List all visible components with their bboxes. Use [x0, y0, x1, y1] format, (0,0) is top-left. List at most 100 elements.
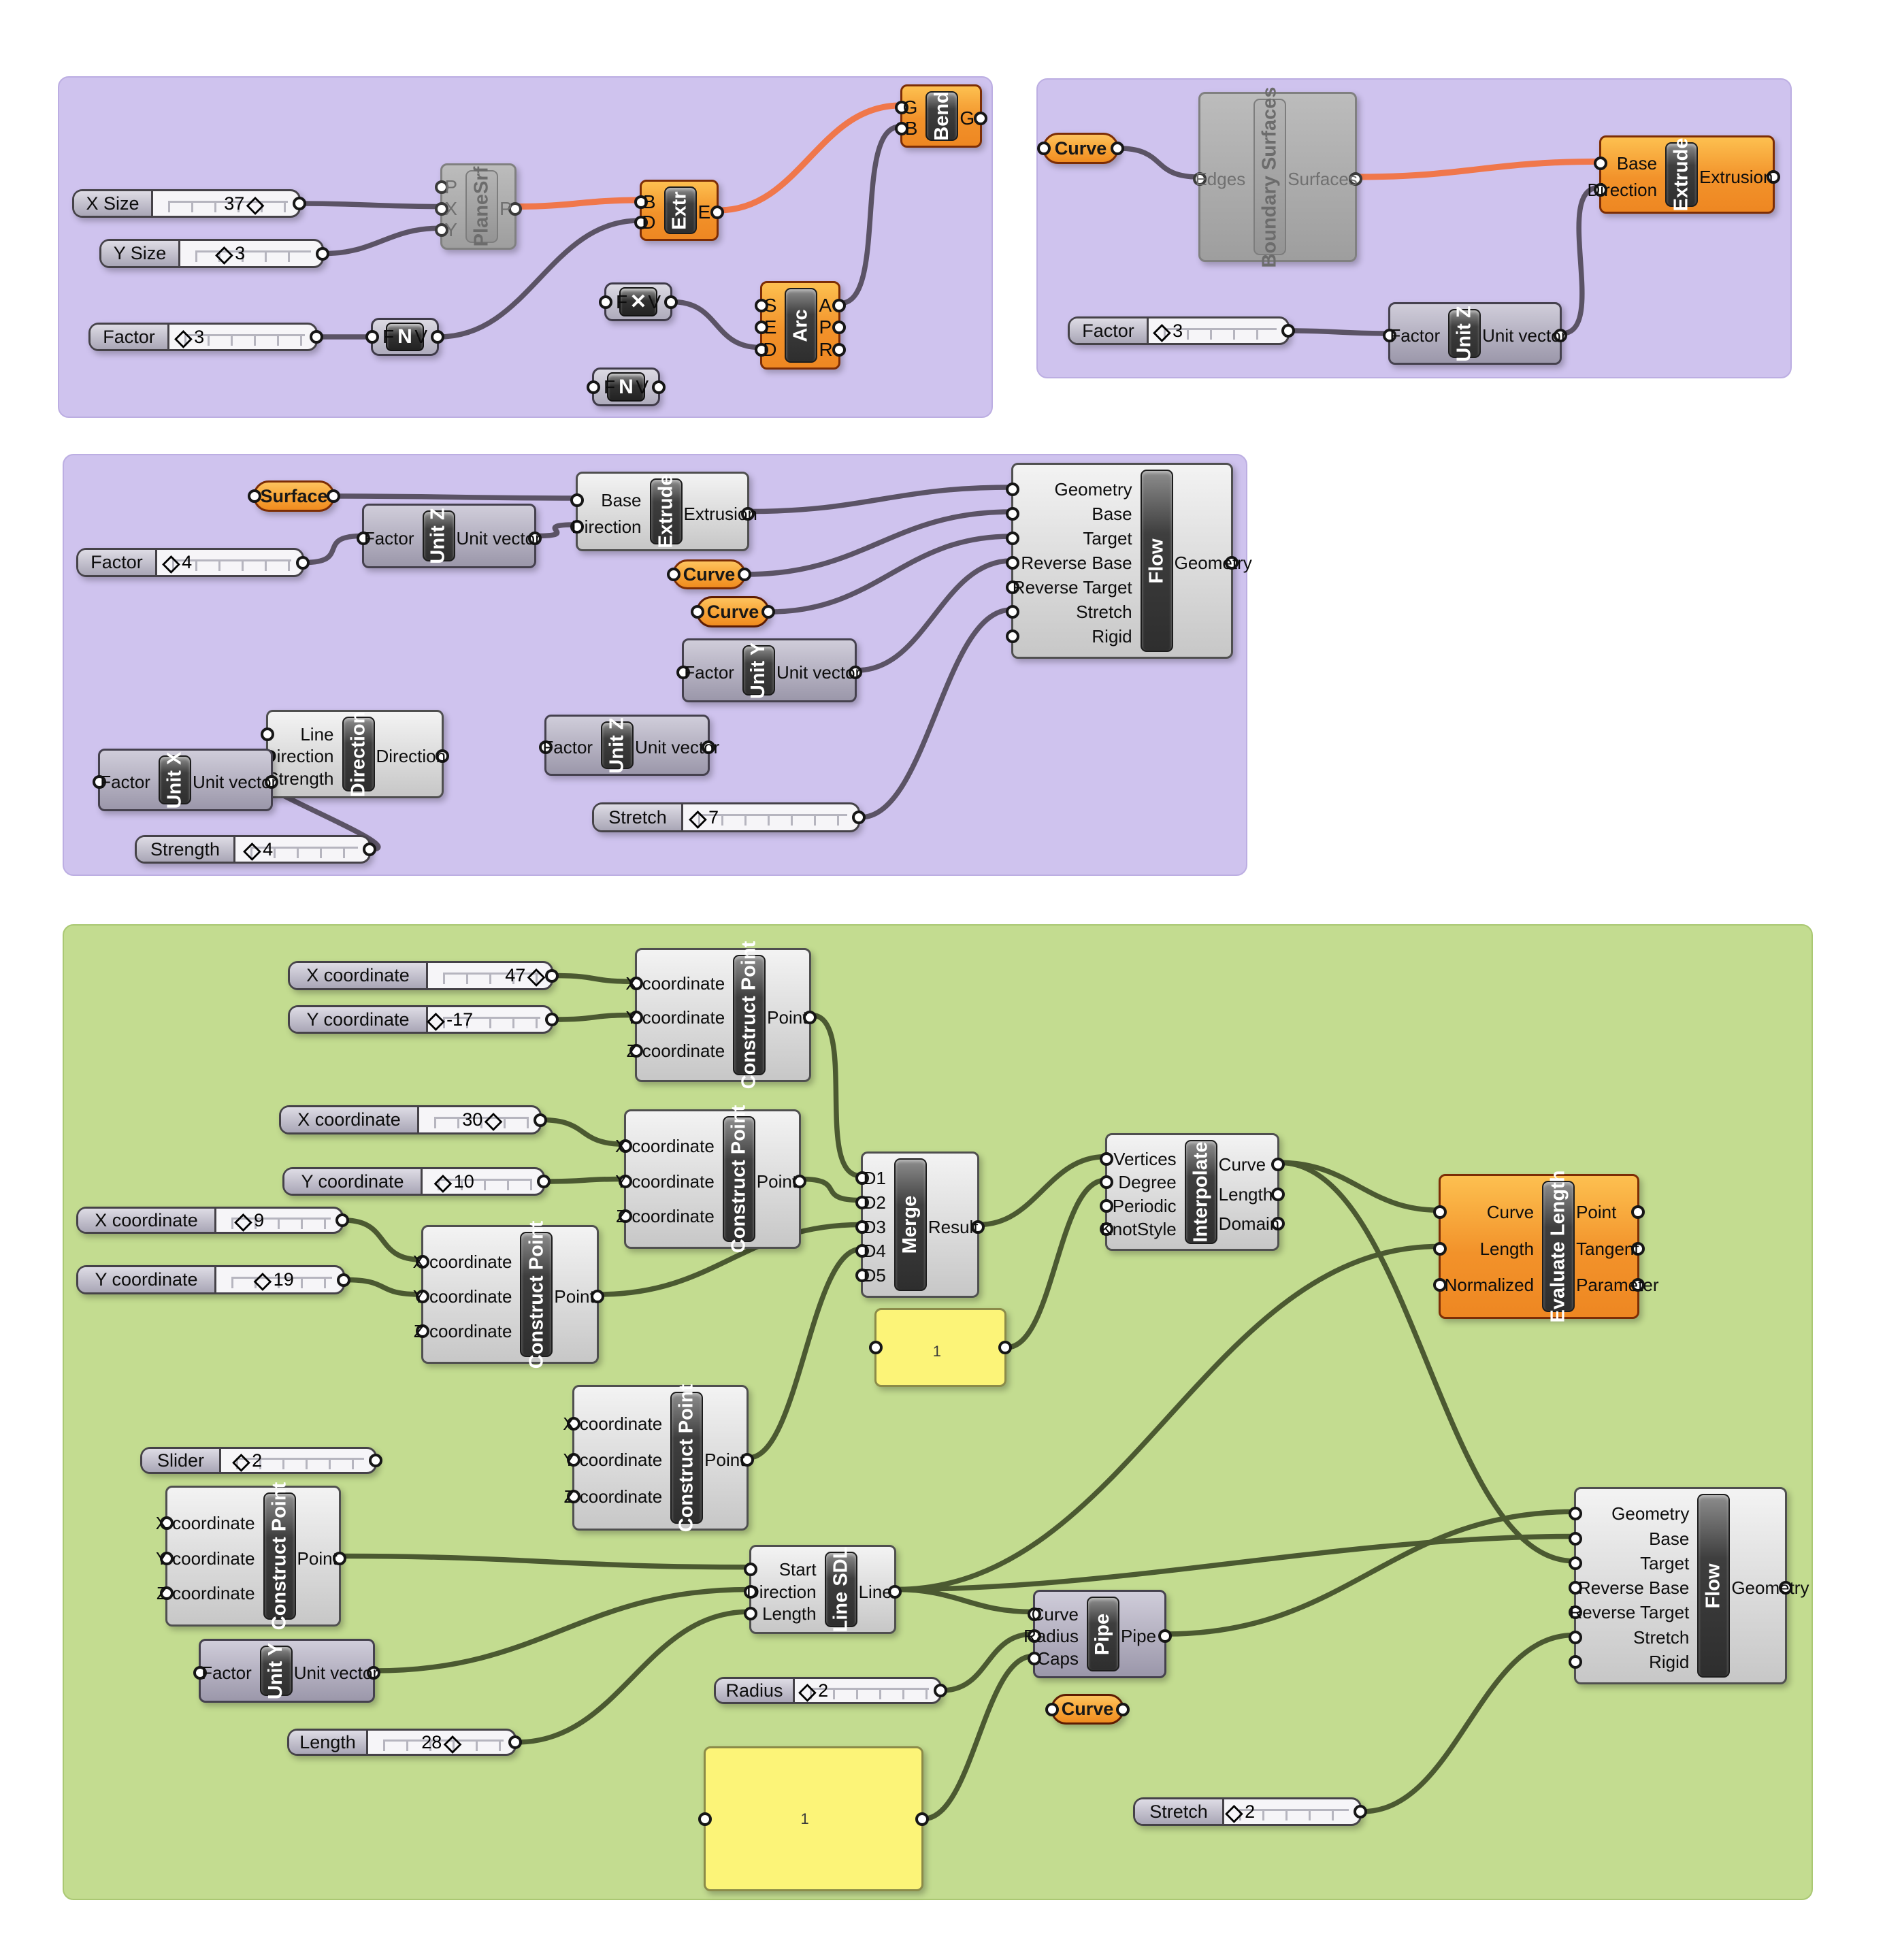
input-port-normalized[interactable] — [1433, 1277, 1447, 1292]
output-port-v[interactable] — [664, 295, 678, 309]
wire[interactable] — [670, 299, 763, 350]
slider-slider[interactable]: Slider◇2 — [140, 1447, 382, 1474]
wire[interactable] — [338, 1553, 752, 1570]
input-port-caps[interactable] — [1028, 1651, 1041, 1665]
output-port-surface[interactable] — [327, 489, 340, 503]
output-port-factor[interactable] — [310, 330, 323, 344]
output-port-direction[interactable] — [436, 749, 449, 763]
slider-track[interactable]: 30◇ — [419, 1107, 540, 1132]
input-port-y-coordinate[interactable] — [567, 1453, 580, 1467]
slider-value[interactable]: 28◇ — [421, 1730, 463, 1755]
output-port-x-coordinate[interactable] — [335, 1213, 349, 1227]
wire[interactable] — [857, 607, 1014, 820]
wire[interactable] — [767, 534, 1014, 615]
wire[interactable] — [939, 1631, 1036, 1693]
input-port-factor[interactable] — [676, 666, 690, 679]
output-port-length[interactable] — [1271, 1187, 1285, 1201]
slider-value[interactable]: 47◇ — [505, 963, 546, 988]
input-port-d5[interactable] — [855, 1269, 869, 1283]
slider-value[interactable]: ◇3 — [173, 325, 204, 350]
slider-track[interactable]: ◇-17 — [425, 1007, 551, 1032]
output-port-v[interactable] — [431, 330, 444, 344]
slider-handle-icon[interactable]: ◇ — [527, 963, 545, 988]
output-port-x-coordinate[interactable] — [545, 968, 559, 983]
slider-strength[interactable]: Strength◇4 — [135, 835, 376, 864]
input-port-reverse-base[interactable] — [1569, 1581, 1582, 1595]
input-port-reverse-base[interactable] — [1006, 556, 1019, 570]
output-port-p[interactable] — [832, 321, 846, 334]
input-port-y-coordinate[interactable] — [160, 1551, 174, 1565]
input-port-f[interactable] — [587, 380, 600, 394]
slider-track[interactable]: ◇9 — [216, 1207, 342, 1233]
output-port-x-size[interactable] — [293, 197, 306, 210]
slider-track[interactable]: ◇10 — [423, 1169, 543, 1194]
slider-value[interactable]: ◇19 — [252, 1267, 293, 1292]
slider-value[interactable]: ◇10 — [432, 1169, 474, 1194]
output-port-geometry[interactable] — [1779, 1581, 1792, 1595]
input-port-base[interactable] — [570, 493, 584, 507]
slider-handle-icon[interactable]: ◇ — [798, 1678, 817, 1703]
slider-handle-icon[interactable]: ◇ — [254, 1267, 272, 1292]
slider-handle-icon[interactable]: ◇ — [234, 1207, 252, 1233]
slider-track[interactable]: ◇2 — [795, 1678, 940, 1703]
slider-value[interactable]: 37◇ — [224, 191, 265, 216]
input-port-length[interactable] — [744, 1607, 757, 1621]
slider-handle-icon[interactable]: ◇ — [427, 1007, 445, 1032]
output-port-unit-vector[interactable] — [1554, 329, 1567, 342]
slider-value[interactable]: ◇9 — [233, 1207, 264, 1233]
input-port-x-coordinate[interactable] — [567, 1416, 580, 1431]
slider-handle-icon[interactable]: ◇ — [689, 804, 707, 830]
slider-handle-icon[interactable]: ◇ — [232, 1448, 250, 1473]
input-port-x-coordinate[interactable] — [160, 1516, 174, 1530]
output-port-pipe[interactable] — [1158, 1629, 1172, 1643]
input-port-d3[interactable] — [855, 1220, 869, 1234]
slider-y-coordinate[interactable]: Y coordinate◇10 — [282, 1167, 551, 1196]
wire[interactable] — [1164, 1509, 1577, 1637]
output-port-y-coordinate[interactable] — [537, 1175, 551, 1188]
wire[interactable] — [542, 1176, 627, 1184]
wire[interactable] — [301, 533, 365, 566]
wire[interactable] — [838, 124, 903, 306]
input-port-length[interactable] — [1433, 1241, 1447, 1256]
wire[interactable] — [332, 493, 578, 501]
input-port-degree[interactable] — [1100, 1175, 1113, 1190]
input-port-factor[interactable] — [357, 531, 370, 545]
output-port-factor[interactable] — [1281, 324, 1295, 338]
wire[interactable] — [298, 201, 443, 210]
output-port-strength[interactable] — [363, 843, 376, 856]
output-port-radius[interactable] — [934, 1684, 947, 1697]
wire[interactable] — [746, 1246, 864, 1460]
output-port-point[interactable] — [793, 1174, 806, 1188]
param-surface[interactable]: Surface — [248, 480, 340, 512]
output-port-curve[interactable] — [1111, 142, 1124, 155]
input-port-direction[interactable] — [1594, 182, 1607, 197]
slider-y-coordinate[interactable]: Y coordinate◇19 — [76, 1265, 350, 1294]
input-port-x[interactable] — [435, 201, 448, 216]
input-port-target[interactable] — [1006, 532, 1019, 545]
input-port-surface[interactable] — [248, 489, 261, 503]
wire[interactable] — [321, 225, 443, 257]
input-port-d2[interactable] — [855, 1195, 869, 1209]
input-port-z-coordinate[interactable] — [160, 1586, 174, 1601]
output-port-x-coordinate[interactable] — [534, 1113, 547, 1127]
wire[interactable] — [342, 1277, 424, 1297]
param-curve[interactable]: Curve — [691, 596, 775, 627]
output-port-y-size[interactable] — [316, 246, 329, 261]
slider-value[interactable]: ◇-17 — [425, 1007, 473, 1032]
output-port-extrusion[interactable] — [741, 506, 755, 521]
input-port-z-coordinate[interactable] — [567, 1489, 580, 1503]
